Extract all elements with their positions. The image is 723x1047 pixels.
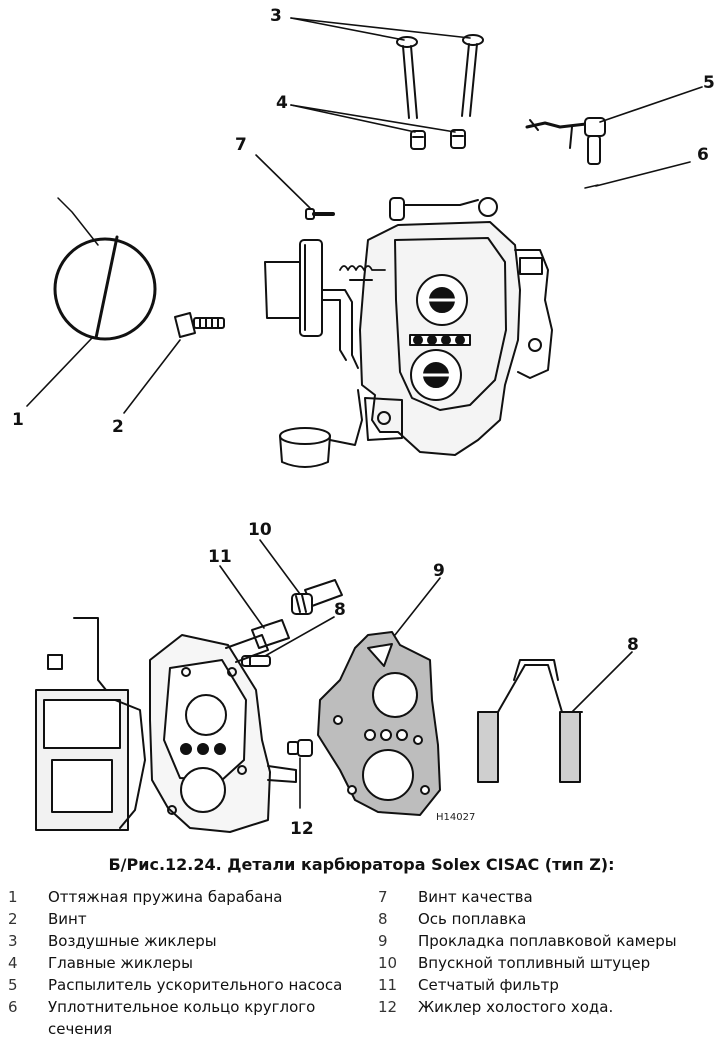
legend-item: 5 Распылитель ускорительного насоса [8, 974, 358, 996]
legend-number: 1 [8, 888, 18, 906]
legend-item: 12 Жиклер холостого хода. [378, 996, 723, 1018]
carburetor-body [359, 197, 553, 456]
legend-item: 1 Оттяжная пружина барабана [8, 886, 358, 908]
carburetor-exploded-diagram: 3 4 5 6 7 1 2 10 11 9 8 8 12 H14027 [12, 6, 715, 839]
float-chamber-gasket-part [317, 631, 441, 816]
legend-text: Распылитель ускорительного насоса [48, 976, 343, 994]
callout-2: 2 [112, 417, 124, 437]
legend-text: Винт качества [418, 888, 533, 906]
legend-number: 2 [8, 910, 18, 928]
callout-4: 4 [276, 93, 288, 113]
legend-column-right: 7 Винт качества 8 Ось поплавка 9 Прокладка … [378, 886, 723, 1018]
legend-text: Жиклер холостого хода. [418, 998, 614, 1016]
legend-number: 9 [378, 932, 388, 950]
legend-text: Воздушные жиклеры [48, 932, 217, 950]
drawing-code: H14027 [436, 812, 475, 823]
legend-number: 5 [8, 976, 18, 994]
callout-7: 7 [235, 135, 247, 155]
screw-part [174, 312, 225, 338]
legend-item: 7 Винт качества [378, 886, 723, 908]
legend-number: 10 [378, 954, 398, 972]
legend-text: Главные жиклеры [48, 954, 193, 972]
carburetor-body-lower [35, 617, 297, 833]
air-jets-part [396, 34, 484, 119]
legend-item: 3 Воздушные жиклеры [8, 930, 358, 952]
mixture-screw-part [305, 208, 335, 220]
legend-text: Прокладка поплавковой камеры [418, 932, 677, 950]
float-cup [279, 389, 363, 468]
callout-12: 12 [290, 819, 314, 839]
callout-8-float: 8 [627, 635, 639, 655]
legend-item: 10 Впускной топливный штуцер [378, 952, 723, 974]
choke-housing [264, 239, 386, 369]
callout-11: 11 [208, 547, 232, 567]
legend-item: 6 Уплотнительное кольцо круглого сечения [8, 996, 358, 1040]
legend-column-left: 1 Оттяжная пружина барабана 2 Винт 3 Воздуш… [8, 886, 358, 1040]
legend-item: 9 Прокладка поплавковой камеры [378, 930, 723, 952]
legend-number: 12 [378, 998, 398, 1016]
legend-item: 2 Винт [8, 908, 358, 930]
legend-item: 8 Ось поплавка [378, 908, 723, 930]
legend-text: Уплотнительное кольцо круглого сечения [48, 998, 316, 1038]
fuel-inlet-part [291, 579, 343, 615]
float-part [477, 659, 583, 783]
legend-text: Оттяжная пружина барабана [48, 888, 283, 906]
legend-item: 4 Главные жиклеры [8, 952, 358, 974]
legend-number: 6 [8, 998, 18, 1016]
idle-jet-part [287, 739, 313, 757]
legend-text: Впускной топливный штуцер [418, 954, 651, 972]
legend-text: Винт [48, 910, 87, 928]
legend-number: 3 [8, 932, 18, 950]
legend-number: 7 [378, 888, 388, 906]
pump-nozzle-part [525, 117, 606, 165]
mesh-filter-part [251, 619, 290, 649]
legend-text: Ось поплавка [418, 910, 527, 928]
legend-text: Сетчатый фильтр [418, 976, 559, 994]
legend-number: 4 [8, 954, 18, 972]
callout-6: 6 [697, 145, 709, 165]
callout-10: 10 [248, 520, 272, 540]
callout-5: 5 [703, 73, 715, 93]
drum-spring-part [53, 197, 157, 341]
legend-number: 8 [378, 910, 388, 928]
figure-caption: Б/Рис.12.24. Детали карбюратора Solex CI… [108, 855, 615, 874]
leader-lines [26, 17, 703, 809]
callout-8-small: 8 [334, 600, 346, 620]
legend-number: 11 [378, 976, 398, 994]
callout-1: 1 [12, 410, 24, 430]
legend-item: 11 Сетчатый фильтр [378, 974, 723, 996]
callout-9: 9 [433, 561, 445, 581]
main-jets-part [410, 129, 466, 150]
callout-3: 3 [270, 6, 282, 26]
